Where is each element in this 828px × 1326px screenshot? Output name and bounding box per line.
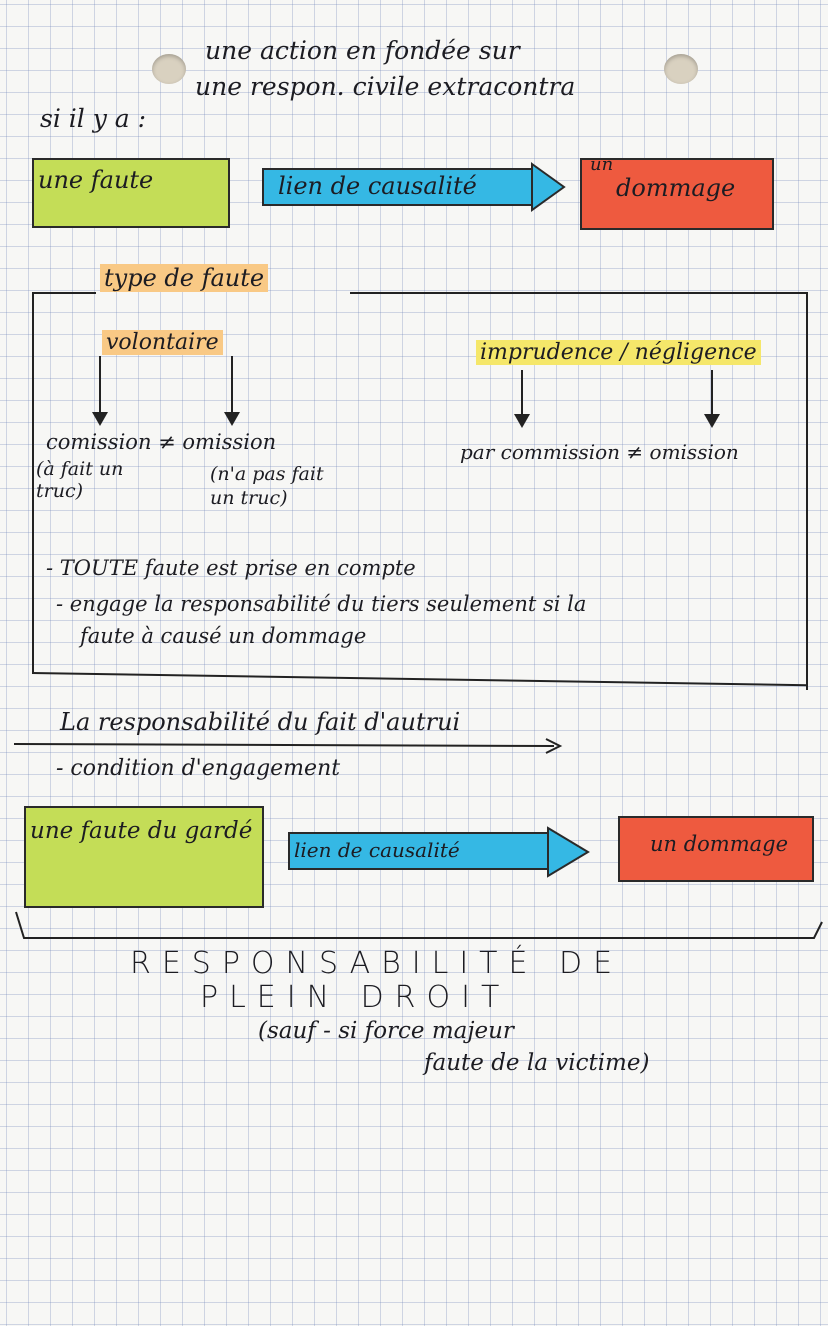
condition-engagement: - condition d'engagement [56,756,341,781]
dommage-box-2: un dommage [618,816,814,882]
punch-hole-right [664,54,698,84]
dommage-box-article: un [590,154,614,175]
dommage-box-label: dommage [616,174,736,202]
causalite-arrow-2-label: lien de causalité [294,838,460,862]
arrowhead-2-icon [547,826,590,878]
frame-top-left [32,292,96,294]
frame-top-right [350,292,808,294]
par-commission-omission: par commission ≠ omission [460,440,739,464]
sauf-force-majeur: (sauf - si force majeur [258,1018,514,1044]
down-arrow-icon [704,370,720,428]
header-line-3: si il y a : [40,104,147,133]
volontaire-label: volontaire [102,330,223,355]
imprudence-label: imprudence / négligence [476,340,761,365]
down-arrow-icon [224,356,240,426]
causalite-arrow-1-label: lien de causalité [278,172,477,200]
header-line-1: une action en fondée sur [205,36,520,65]
commission-note: (à fait un truc) [36,458,124,502]
dommage-box: un dommage [580,154,774,230]
frame-bottom [31,672,808,687]
faute-box-label: une faute [38,166,154,194]
faute-garde-label: une faute du gardé [30,818,253,844]
down-arrow-icon [92,356,108,426]
title-arrow-icon [14,738,563,754]
header-line-2: une respon. civile extracontra [195,72,576,101]
faute-victime: faute de la victime) [424,1050,650,1076]
causalite-arrow-2-shaft: lien de causalité [288,832,550,870]
responsabilite-de: RESPONSABILITÉ DE [130,946,624,981]
causalite-arrow-1-shaft: lien de causalité [262,168,534,206]
commission-omission: comission ≠ omission [46,430,277,454]
arrowhead-1-icon [531,162,566,212]
bracket-line [15,911,823,939]
type-de-faute-title: type de faute [100,264,269,292]
down-arrow-icon [514,370,530,428]
faute-garde-box: une faute du gardé [24,806,264,908]
frame-left [32,292,34,672]
plein-droit: PLEIN DROIT [200,980,511,1015]
frame-right [806,292,808,690]
fait-autrui-title: La responsabilité du fait d'autrui [60,708,461,736]
bullet-toute-faute: - TOUTE faute est prise en compte [46,556,416,580]
bullet-engage-line1: - engage la responsabilité du tiers seul… [56,592,587,616]
faute-box: une faute [32,158,230,228]
bullet-engage-line2: faute à causé un dommage [80,624,367,648]
omission-note: (n'a pas fait un truc) [210,463,324,509]
dommage-box-2-label: un dommage [650,832,789,856]
punch-hole-left [152,54,186,84]
